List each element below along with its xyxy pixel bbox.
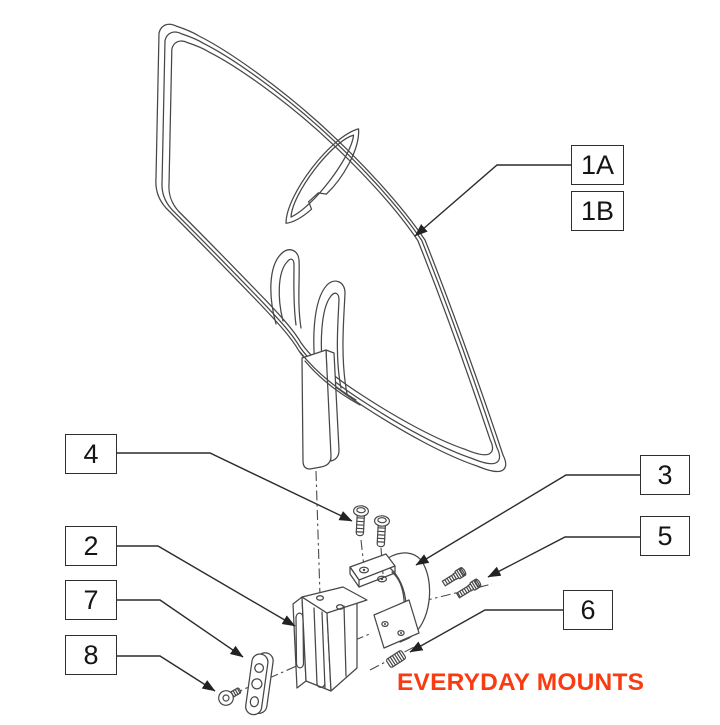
leader-4 [117,452,353,522]
flat-screw-drawing [218,687,242,706]
tray-prongs [270,249,348,395]
clamp-screws-drawing [441,567,482,599]
receiver-bracket-drawing [292,586,368,692]
leader-8 [117,655,216,692]
callout-box-4: 4 [65,434,117,474]
callout-box-8: 8 [65,635,117,675]
tray-tongue [299,349,361,470]
leader-7 [117,599,244,658]
callout-box-1B: 1B [571,191,624,231]
leader-5 [487,536,640,578]
tray-cutout [285,128,360,224]
callout-box-2: 2 [65,526,117,566]
callout-box-5: 5 [640,516,690,556]
callout-box-7: 7 [65,580,117,620]
tray-shell-drawing [156,24,506,471]
leader-6 [409,609,563,653]
leader-lines [117,164,640,692]
callout-box-1A: 1A [571,145,624,185]
leader-1A [414,164,571,237]
leader-3 [415,474,640,566]
brand-text: EVERYDAY MOUNTS [397,669,645,696]
callout-box-3: 3 [640,455,690,495]
set-screw-drawing [386,650,406,668]
callout-box-6: 6 [563,590,613,630]
mounting-screws-drawing [353,505,390,548]
link-plate-drawing [245,652,274,716]
leader-2 [117,545,296,627]
